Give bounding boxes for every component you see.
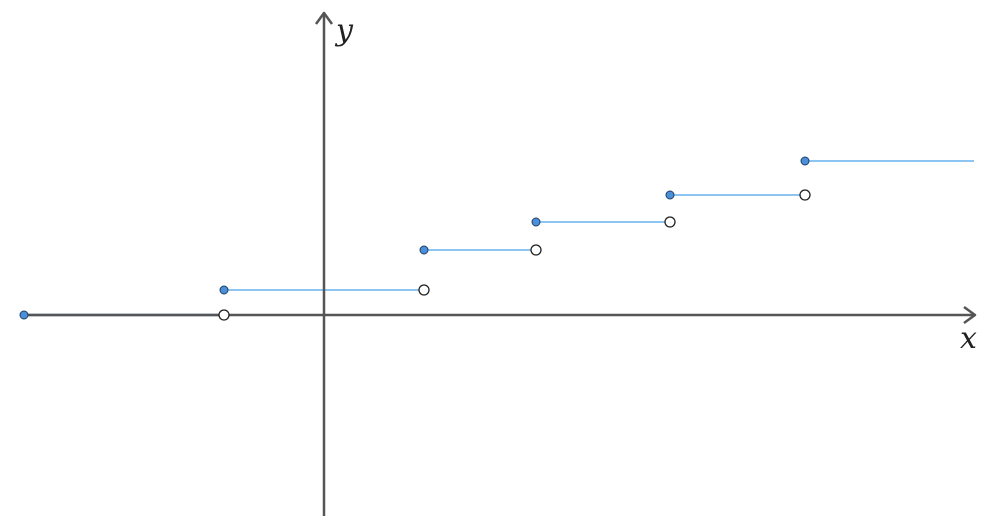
step-5-end-open-point: [799, 189, 811, 201]
step-1-start-closed-point: [19, 310, 29, 320]
x-axis-label: x: [960, 321, 977, 356]
step-4-start-closed-point: [531, 217, 541, 227]
step-6-start-closed-point: [800, 156, 810, 166]
y-axis-arrowhead: [314, 11, 334, 25]
step-4-end-open-point: [664, 216, 676, 228]
step-3-start-closed-point: [419, 245, 429, 255]
step-5-start-closed-point: [665, 190, 675, 200]
step-segments: [24, 160, 974, 317]
y-axis-label: y: [334, 13, 354, 48]
x-axis-arrowhead: [963, 305, 977, 325]
step-2-start-closed-point: [219, 285, 229, 295]
axes: x y: [20, 11, 977, 516]
step-2-end-open-point: [418, 284, 430, 296]
step-endpoints: [19, 156, 811, 321]
step-1-end-open-point: [218, 309, 230, 321]
step-3-end-open-point: [530, 244, 542, 256]
